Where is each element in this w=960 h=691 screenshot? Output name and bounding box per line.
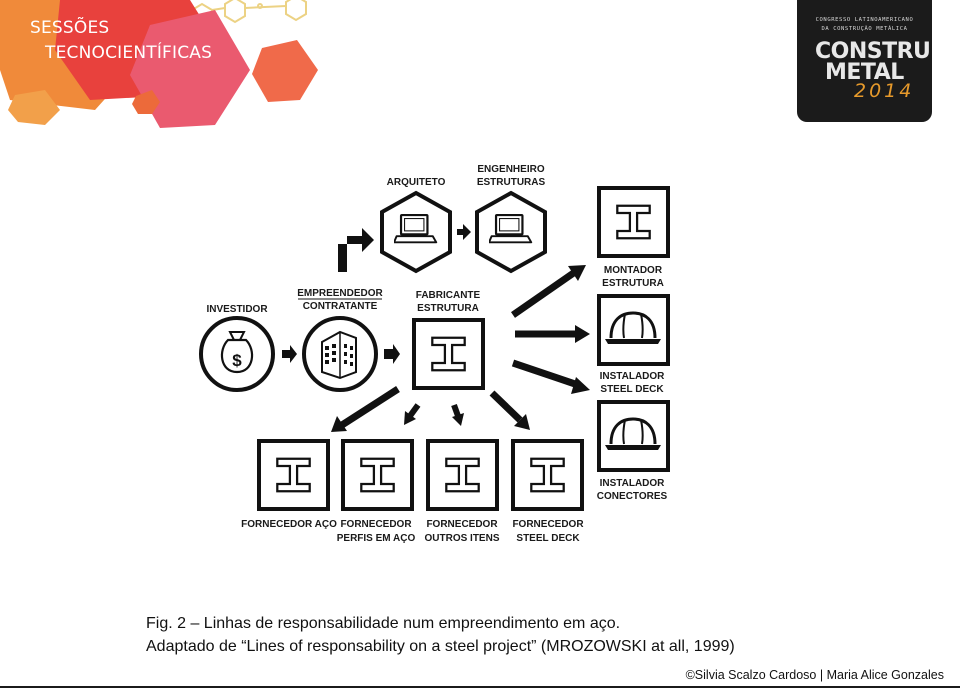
- fornecedor-perfis-label-2: PERFIS EM AÇO: [337, 533, 416, 544]
- montador-label-1: MONTADOR: [604, 265, 663, 276]
- investidor-label: INVESTIDOR: [206, 304, 268, 315]
- instalador-deck-label-2: STEEL DECK: [600, 384, 664, 395]
- edge-fabricante-montador: [511, 265, 586, 318]
- edge-empreendedor-fabricante: [384, 344, 400, 364]
- copyright-credit: ©Silvia Scalzo Cardoso | Maria Alice Gon…: [685, 668, 944, 682]
- node-empreendedor: EMPREENDEDOR CONTRATANTE: [297, 288, 384, 392]
- edge-fabricante-fornecedor-outros: [451, 403, 464, 426]
- edge-fabricante-instalador-conectores: [511, 359, 590, 394]
- hexagon-shape: [8, 90, 60, 125]
- node-fornecedor-perfis: FORNECEDOR PERFIS EM AÇO: [337, 439, 416, 544]
- engenheiro-label-2: ESTRUTURAS: [477, 177, 546, 188]
- hexagon-shape: [132, 90, 160, 114]
- edge-arquiteto-engenheiro: [457, 224, 471, 240]
- fornecedor-outros-label-2: OUTROS ITENS: [424, 533, 499, 544]
- fornecedor-outros-label-1: FORNECEDOR: [426, 519, 498, 530]
- fornecedor-perfis-label-1: FORNECEDOR: [340, 519, 412, 530]
- header-hexagon-decoration: [0, 0, 318, 128]
- logo-subtitle-line2: DA CONSTRUÇÃO METÁLICA: [821, 26, 908, 32]
- montador-label-2: ESTRUTURA: [602, 278, 664, 289]
- node-arquiteto: ARQUITETO: [380, 177, 452, 274]
- fornecedor-deck-label-1: FORNECEDOR: [512, 519, 584, 530]
- node-montador: MONTADOR ESTRUTURA: [597, 186, 670, 289]
- instalador-conectores-label-2: CONECTORES: [597, 491, 668, 502]
- fabricante-label-2: ESTRUTURA: [417, 303, 479, 314]
- logo-subtitle-line1: CONGRESSO LATINOAMERICANO: [815, 17, 914, 23]
- arquiteto-label: ARQUITETO: [387, 177, 446, 188]
- edge-empreendedor-arquiteto: [338, 228, 374, 272]
- instalador-deck-label-1: INSTALADOR: [600, 371, 666, 382]
- logo-word-line2: METAL: [825, 60, 904, 85]
- svg-text:$: $: [232, 351, 242, 370]
- header-title-line1: SESSÕES: [30, 18, 110, 38]
- figure-caption-line2: Adaptado de “Lines of responsability on …: [146, 638, 735, 655]
- node-engenheiro: ENGENHEIRO ESTRUTURAS: [475, 164, 547, 274]
- engenheiro-label-1: ENGENHEIRO: [477, 164, 544, 175]
- edge-fabricante-instalador-deck: [515, 325, 590, 343]
- building-icon: [321, 330, 357, 380]
- edge-investidor-empreendedor: [282, 345, 297, 363]
- figure-caption-line1: Fig. 2 – Linhas de responsabilidade num …: [146, 615, 621, 632]
- instalador-conectores-label-1: INSTALADOR: [600, 478, 666, 489]
- node-fornecedor-aco: FORNECEDOR AÇO: [241, 439, 337, 530]
- fabricante-label-1: FABRICANTE: [416, 290, 481, 301]
- node-fornecedor-deck: FORNECEDOR STEEL DECK: [511, 439, 584, 544]
- node-investidor: INVESTIDOR $: [199, 304, 275, 392]
- node-fabricante: FABRICANTE ESTRUTURA: [412, 290, 485, 390]
- fornecedor-aco-label: FORNECEDOR AÇO: [241, 519, 337, 530]
- edge-fabricante-fornecedor-aco: [331, 386, 400, 432]
- logo-year: 2014: [854, 80, 915, 102]
- node-fornecedor-outros: FORNECEDOR OUTROS ITENS: [424, 439, 500, 544]
- node-instalador-conectores: INSTALADOR CONECTORES: [597, 400, 670, 502]
- hexagon-shape: [252, 40, 318, 102]
- construmetal-logo: CONGRESSO LATINOAMERICANO DA CONSTRUÇÃO …: [797, 0, 932, 122]
- edge-fabricante-fornecedor-deck: [489, 390, 530, 430]
- hexagon-shape: [130, 10, 250, 128]
- money-bag-icon: $: [220, 331, 254, 374]
- node-instalador-deck: INSTALADOR STEEL DECK: [597, 294, 670, 395]
- empreendedor-label-1: EMPREENDEDOR: [297, 288, 383, 299]
- logo-word-line1: CONSTRU: [815, 39, 931, 64]
- header-title-line2: TECNOCIENTÍFICAS: [45, 43, 213, 63]
- footer-divider: [0, 686, 960, 688]
- edge-fabricante-fornecedor-perfis: [404, 403, 421, 425]
- fornecedor-deck-label-2: STEEL DECK: [516, 533, 580, 544]
- empreendedor-label-2: CONTRATANTE: [303, 301, 378, 312]
